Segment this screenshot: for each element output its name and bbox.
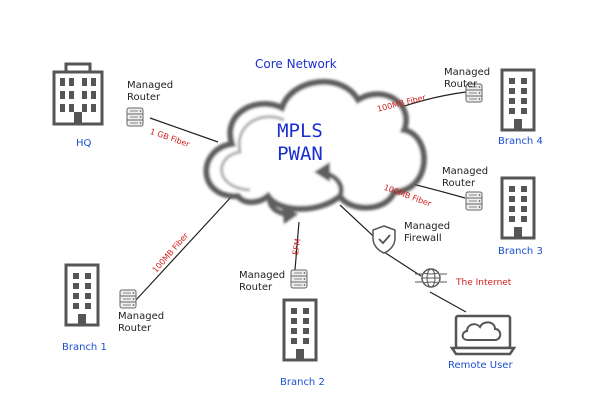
remote-link [429,291,467,313]
branch4-building-icon [500,68,536,132]
branch4-label: Branch 4 [498,136,543,147]
internet-globe-icon [415,268,447,288]
branch2-router-label: Managed Router [239,270,286,293]
branch2-building-icon [282,298,318,362]
branch3-router-icon [465,191,483,211]
internet-label: The Internet [456,278,512,288]
branch2-label: Branch 2 [280,377,325,388]
branch1-building-icon [64,263,100,327]
internet-link [383,251,422,277]
cloud-label-line1: MPLS [277,120,323,142]
branch1-label: Branch 1 [62,342,107,353]
branch3-label: Branch 3 [498,246,543,257]
branch2-router-icon [290,269,308,289]
cloud-label-line2: PWAN [277,143,323,165]
hq-label: HQ [76,138,92,149]
remote-user-label: Remote User [448,360,513,371]
branch3-building-icon [500,176,536,240]
laptop-cloud-icon [449,314,517,356]
branch1-router-label: Managed Router [118,311,165,334]
branch4-router-label: Managed Router [444,67,491,90]
branch2-link [294,221,300,271]
core-network-title: Core Network [255,57,337,71]
hq-building-icon [52,62,104,126]
hq-router-icon [126,107,144,127]
hq-link [149,117,219,143]
hq-router-label: Managed Router [127,80,174,103]
branch3-router-label: Managed Router [442,166,489,189]
firewall-label: Managed Firewall [404,221,451,244]
firewall-shield-icon [372,225,396,254]
mpls-cloud [203,78,427,224]
branch1-link [135,195,233,301]
branch1-router-icon [119,289,137,309]
